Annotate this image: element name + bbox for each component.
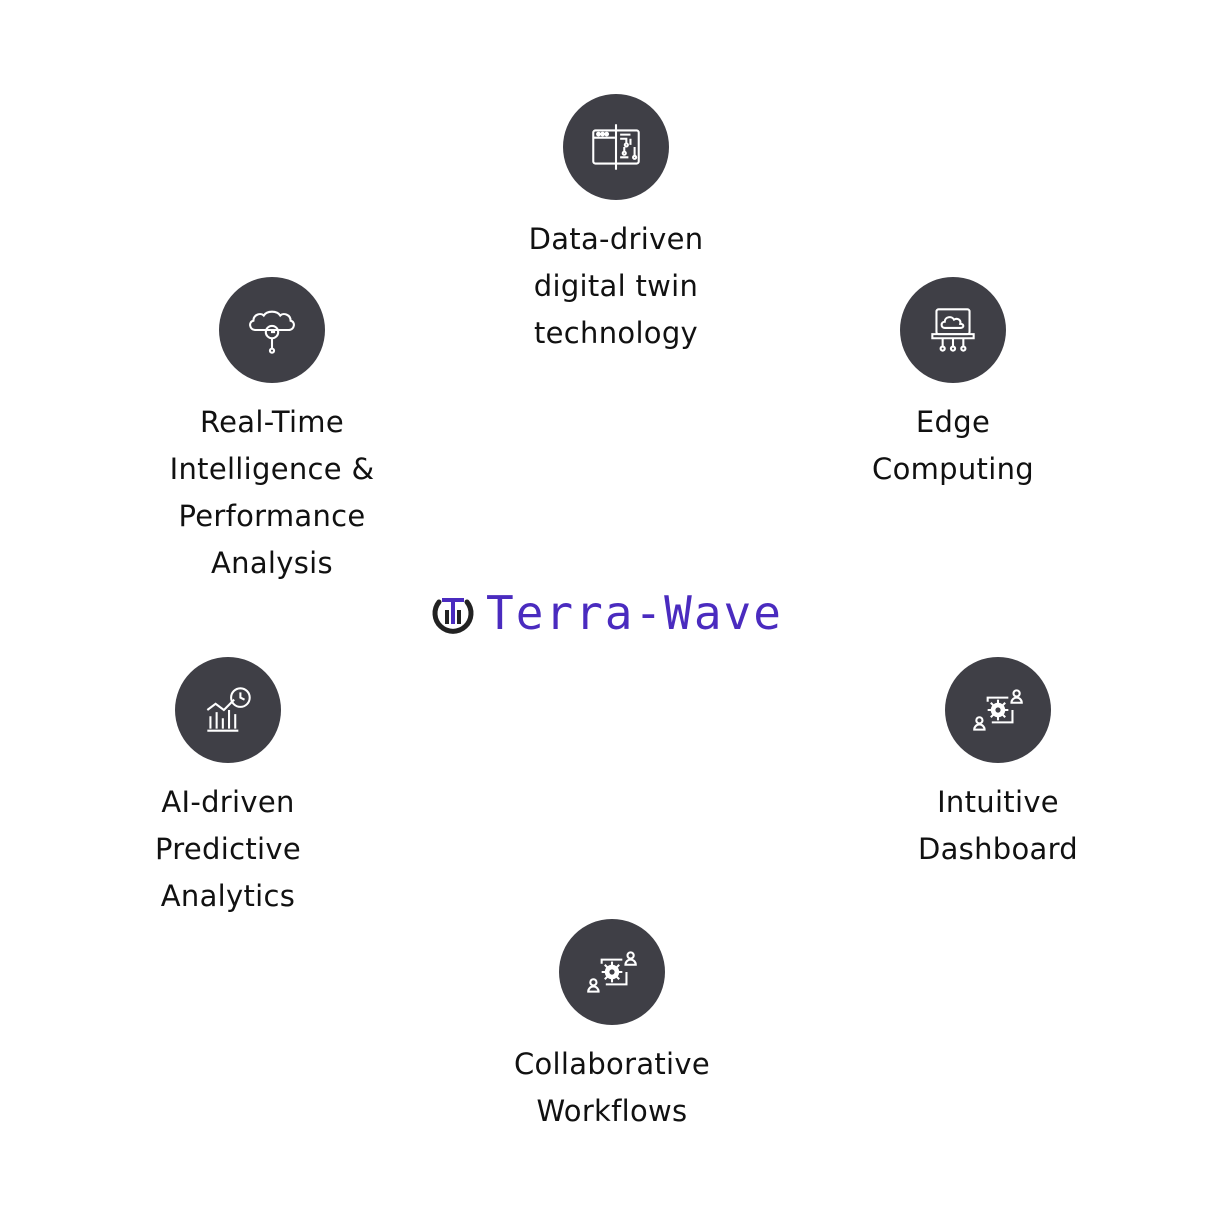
brain-clock-icon bbox=[219, 277, 325, 383]
label-line: Predictive bbox=[155, 832, 301, 866]
label-line: Data-driven bbox=[528, 222, 704, 256]
feature-collaborative-workflows: Collaborative Workflows bbox=[452, 919, 772, 1135]
logo-icon bbox=[432, 598, 474, 634]
cloud-computer-icon bbox=[900, 277, 1006, 383]
label-line: Dashboard bbox=[917, 832, 1079, 866]
logo-text: Terra-Wave bbox=[486, 586, 783, 640]
feature-real-time-intelligence: Real-Time Intelligence & Performance Ana… bbox=[112, 277, 432, 587]
feature-label: AI-driven Predictive Analytics bbox=[68, 779, 388, 920]
label-line: Real-Time bbox=[200, 405, 344, 439]
label-line: Analytics bbox=[160, 879, 296, 913]
feature-label: Real-Time Intelligence & Performance Ana… bbox=[112, 399, 432, 587]
label-line: Computing bbox=[872, 452, 1034, 486]
label-line: technology bbox=[533, 316, 699, 350]
feature-label: Intuitive Dashboard bbox=[838, 779, 1158, 873]
feature-ai-predictive-analytics: AI-driven Predictive Analytics bbox=[68, 657, 388, 920]
feature-label: Collaborative Workflows bbox=[452, 1041, 772, 1135]
label-line: Edge bbox=[915, 405, 991, 439]
label-line: digital twin bbox=[533, 269, 699, 303]
label-line: AI-driven bbox=[161, 785, 295, 819]
label-line: Performance bbox=[178, 499, 366, 533]
analytics-chart-icon bbox=[175, 657, 281, 763]
terra-wave-logo: Terra-Wave bbox=[430, 586, 783, 640]
digital-twin-icon bbox=[563, 94, 669, 200]
label-line: Analysis bbox=[211, 546, 333, 580]
gear-users-icon bbox=[559, 919, 665, 1025]
gear-users-icon bbox=[945, 657, 1051, 763]
feature-label: Data-driven digital twin technology bbox=[456, 216, 776, 357]
feature-label: Edge Computing bbox=[793, 399, 1113, 493]
label-line: Collaborative bbox=[513, 1047, 711, 1081]
feature-intuitive-dashboard: Intuitive Dashboard bbox=[838, 657, 1158, 873]
label-line: Intuitive bbox=[937, 785, 1059, 819]
feature-edge-computing: Edge Computing bbox=[793, 277, 1113, 493]
feature-digital-twin: Data-driven digital twin technology bbox=[456, 94, 776, 357]
label-line: Intelligence & bbox=[169, 452, 375, 486]
label-line: Workflows bbox=[536, 1094, 688, 1128]
